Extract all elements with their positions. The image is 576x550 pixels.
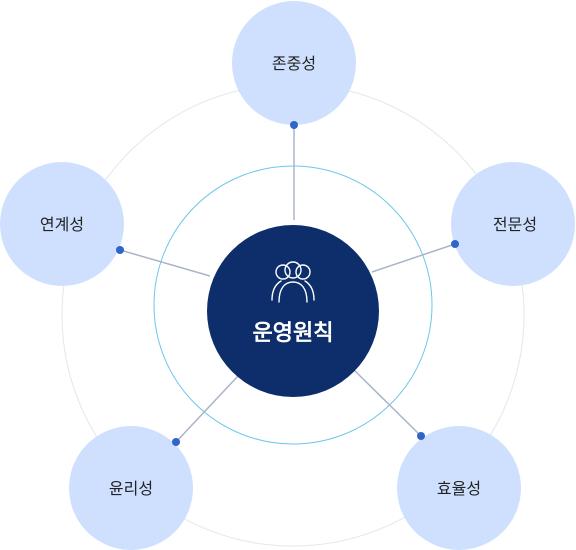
connector-dot-top	[290, 121, 298, 129]
connector-line-bottom-right	[351, 367, 422, 437]
principle-label-connectivity: 연계성	[40, 215, 84, 234]
connector-dot-right	[451, 240, 459, 248]
connector-line-right	[371, 243, 456, 273]
principle-label-efficiency: 효율성	[437, 479, 481, 498]
principle-label-ethics: 윤리성	[109, 479, 153, 498]
center-label: 운영원칙	[253, 321, 334, 346]
principle-node-ethics: 윤리성	[69, 426, 193, 550]
connector-line-bottom-left	[175, 375, 239, 443]
principle-node-connectivity: 연계성	[0, 162, 124, 286]
connector-line-left	[119, 249, 211, 277]
inner-ring	[153, 165, 433, 445]
principle-node-expertise: 전문성	[451, 162, 575, 286]
connector-dot-bottom-right	[417, 432, 425, 440]
connector-dot-left	[116, 246, 124, 254]
principle-node-efficiency: 효율성	[397, 426, 521, 550]
principle-node-respect: 존중성	[232, 1, 356, 125]
center-hub: 운영원칙	[207, 225, 379, 397]
people-icon	[271, 261, 315, 303]
connector-dot-bottom-left	[172, 438, 180, 446]
principle-label-respect: 존중성	[272, 54, 316, 73]
principle-label-expertise: 전문성	[493, 215, 537, 234]
